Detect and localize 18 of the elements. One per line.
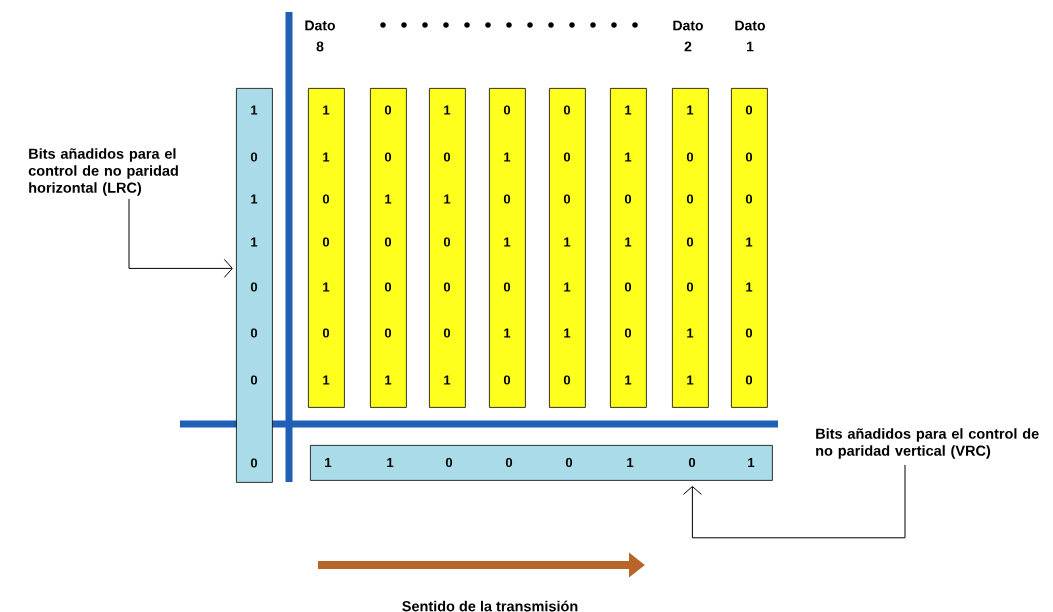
bit-row: 1 1 0 0 0 1 0 1 bbox=[310, 445, 773, 481]
leader-arrow bbox=[128, 198, 233, 278]
bit-column: 1 1 0 1 0 0 1 bbox=[610, 88, 647, 408]
column-heading: Dato 2 bbox=[673, 20, 703, 52]
leader-arrow bbox=[682, 464, 906, 539]
bit-column: 0 0 1 0 0 0 1 bbox=[370, 88, 407, 408]
bit-column: 0 0 0 1 1 1 0 bbox=[549, 88, 586, 408]
column-heading: Dato 1 bbox=[735, 20, 765, 52]
bit-column: 1 0 0 0 0 1 1 bbox=[672, 88, 709, 408]
bit-column: 0 0 0 1 1 0 0 bbox=[731, 88, 768, 408]
column-heading: Dato 8 bbox=[305, 20, 335, 52]
caption-text: Sentido de la transmisión bbox=[402, 600, 578, 612]
bit-column: 1 0 1 1 0 0 0 0 bbox=[236, 88, 273, 483]
note-text: Bits añadidos para el control de no paridad vertical (VRC) bbox=[816, 428, 1039, 459]
bit-column: 0 1 0 1 0 1 0 bbox=[489, 88, 526, 408]
bit-column: 1 1 0 0 1 0 1 bbox=[308, 88, 345, 408]
bit-column: 1 0 1 0 0 0 1 bbox=[429, 88, 466, 408]
note-text: Bits añadidos para el control de no paridad horizontal (LRC) bbox=[28, 148, 178, 196]
